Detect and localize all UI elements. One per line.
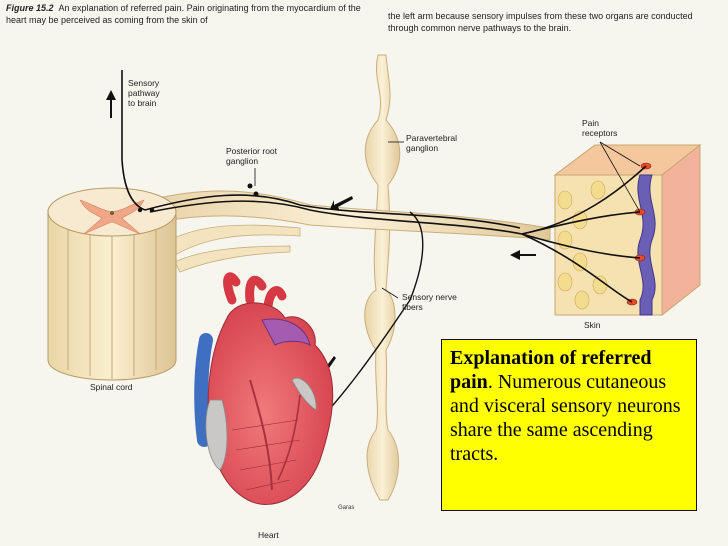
skin-label: Skin — [584, 320, 601, 330]
sensory-pathway-label: Sensory pathway to brain — [128, 78, 160, 108]
figure-caption-right: the left arm because sensory impulses fr… — [388, 11, 693, 33]
pain-receptors-label: Pain receptors — [582, 118, 618, 138]
figure-caption-left: Figure 15.2 An explanation of referred p… — [6, 2, 366, 26]
paravertebral-ganglion-label: Paravertebral ganglion — [406, 133, 458, 153]
spinal-cord — [47, 187, 177, 381]
posterior-root-ganglion-label: Posterior root ganglion — [226, 146, 278, 166]
label-leader-lines — [254, 141, 641, 299]
skin-block — [553, 143, 702, 317]
figure-number: Figure 15.2 — [6, 3, 54, 13]
explanation-title: Explanation of referred pain — [450, 347, 652, 393]
paravertebral-ganglion-chain — [364, 54, 401, 501]
up-arrow-icon — [106, 90, 116, 118]
spinal-cord-label: Spinal cord — [90, 382, 133, 392]
heart-label: Heart — [258, 530, 279, 540]
heart — [194, 272, 334, 505]
sensory-neuron-paths — [121, 70, 647, 431]
left-arrow-icon — [330, 196, 353, 211]
posterior-root-ganglion — [137, 183, 259, 213]
illustrator-credit: Garas — [338, 505, 355, 511]
caption-text-left: An explanation of referred pain. Pain or… — [6, 3, 361, 25]
sensory-nerve-fibers-label: Sensory nerve fibers — [402, 292, 457, 312]
left-arrow-icon-2 — [510, 250, 536, 260]
explanation-box: Explanation of referred pain. Numerous c… — [441, 339, 697, 511]
explanation-body: . Numerous cutaneous and visceral sensor… — [450, 371, 681, 465]
